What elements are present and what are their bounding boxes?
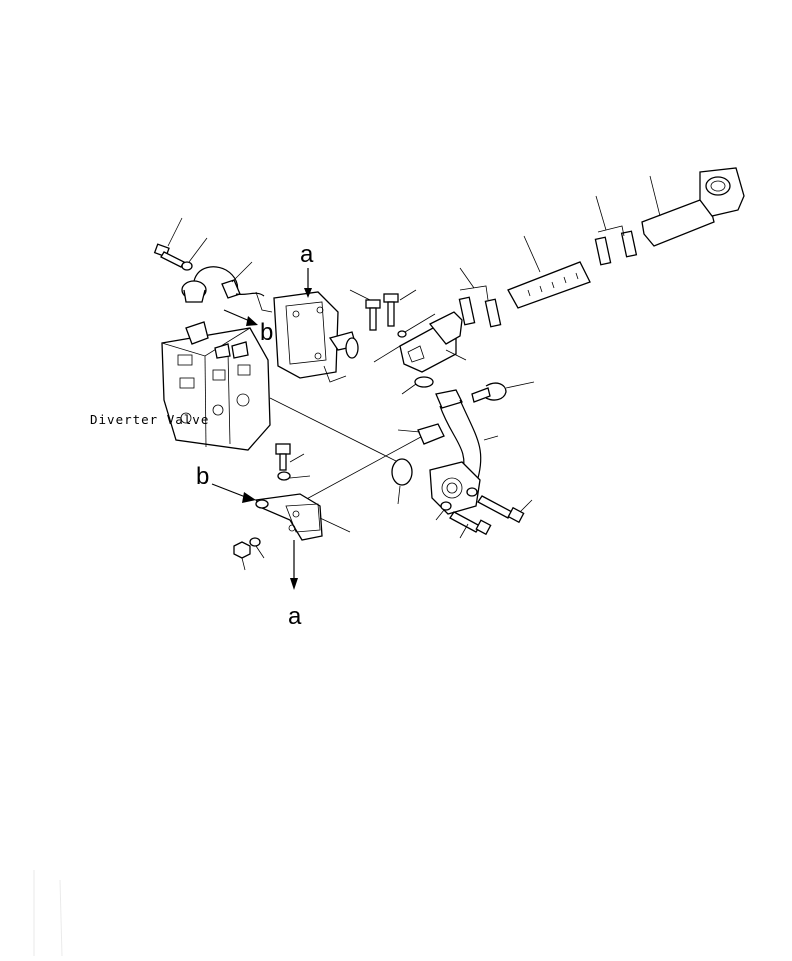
scan-artifact [33,870,63,957]
nut-washer-lower [233,537,265,571]
u-clamp [471,381,535,403]
hose-clamp-1 [458,267,502,328]
reference-label-a-bottom: a [288,603,302,630]
reference-arrow-b-top [223,309,258,326]
lower-bracket [254,493,351,541]
o-ring-large [391,458,413,505]
bolt-top-left [153,217,253,283]
bolts-pair-upper [349,289,436,338]
bolt-pipe-right [466,487,533,524]
curved-pipe [429,389,499,515]
diverter-valve-label: Diverter Valve [90,412,209,427]
reference-label-a-top: a [300,241,314,268]
hose-segment [507,235,591,309]
o-ring-small [401,376,434,395]
hose-clamp-2 [594,195,638,266]
pressure-switch [181,266,273,313]
bolt-pipe-lower [435,501,492,539]
reference-label-b-bottom: b [196,463,209,490]
gasket [397,423,445,445]
reference-arrow-a-bottom [290,540,298,590]
flange-adapter [373,311,467,373]
diverter-valve-block [161,321,271,451]
reference-label-b-top: b [260,319,273,346]
center-line-1 [269,397,399,463]
suction-pipe [641,167,745,247]
center-line-2 [289,431,431,509]
mounting-plate [273,291,359,383]
reference-arrow-a-top [304,268,312,298]
bolt-lower [275,443,311,481]
reference-arrow-b-bottom [211,483,256,503]
